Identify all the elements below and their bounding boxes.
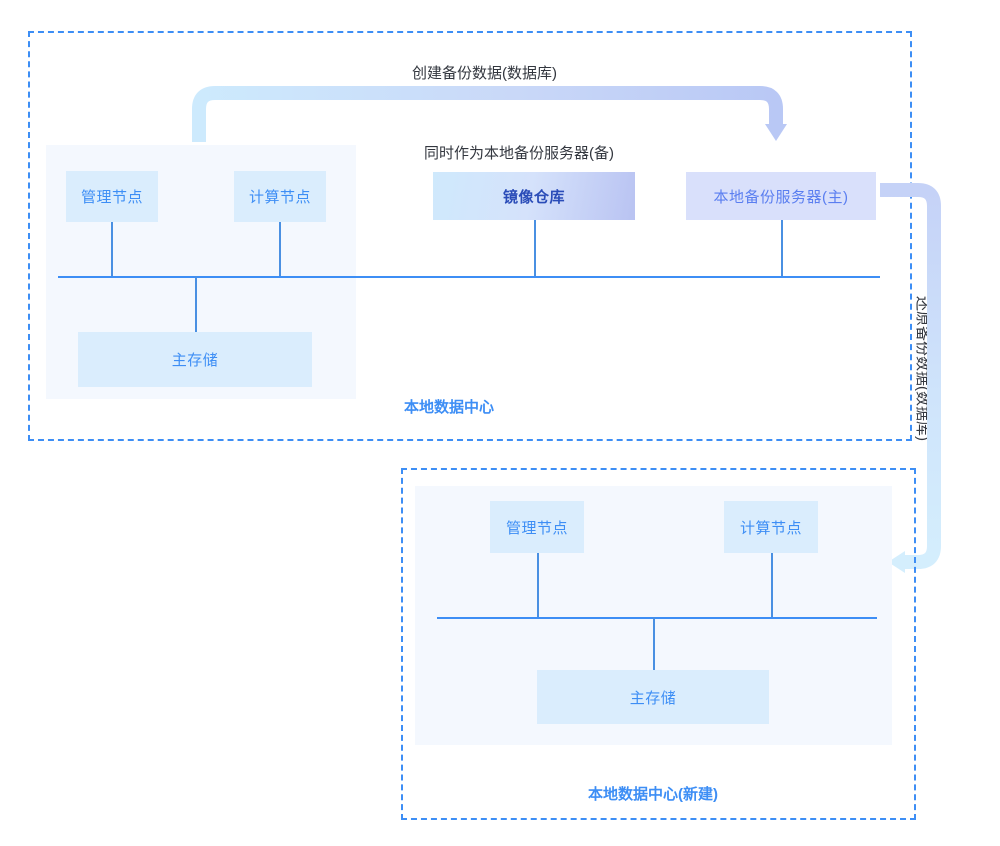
region-label-local-data-center-new: 本地数据中心(新建) [588,786,718,803]
connector-compute-bottom [771,553,773,617]
caption-also-serves-as-backup-server: 同时作为本地备份服务器(备) [424,145,614,162]
connector-storage-bottom [653,617,655,670]
connector-storage-top [195,276,197,332]
connector-backup-server [781,220,783,276]
node-local-backup-server-primary[interactable]: 本地备份服务器(主) [686,172,876,220]
node-management-node-bottom[interactable]: 管理节点 [490,501,584,553]
region-label-local-data-center: 本地数据中心 [404,399,495,416]
node-compute-node-bottom[interactable]: 计算节点 [724,501,818,553]
node-primary-storage-bottom[interactable]: 主存储 [537,670,769,724]
node-image-registry[interactable]: 镜像仓库 [433,172,635,220]
connector-mgmt-top [111,222,113,276]
node-primary-storage-top[interactable]: 主存储 [78,332,312,387]
connector-registry [534,220,536,276]
connector-mgmt-bottom [537,553,539,617]
bus-line-bottom [437,617,877,619]
connector-compute-top [279,222,281,276]
caption-create-backup-data: 创建备份数据(数据库) [412,65,557,82]
bus-line-top [58,276,880,278]
node-compute-node-top[interactable]: 计算节点 [234,171,326,222]
region-local-data-center-new [401,468,916,820]
caption-restore-backup-data: 还原备份数据(数据库) [914,296,931,441]
node-management-node-top[interactable]: 管理节点 [66,171,158,222]
